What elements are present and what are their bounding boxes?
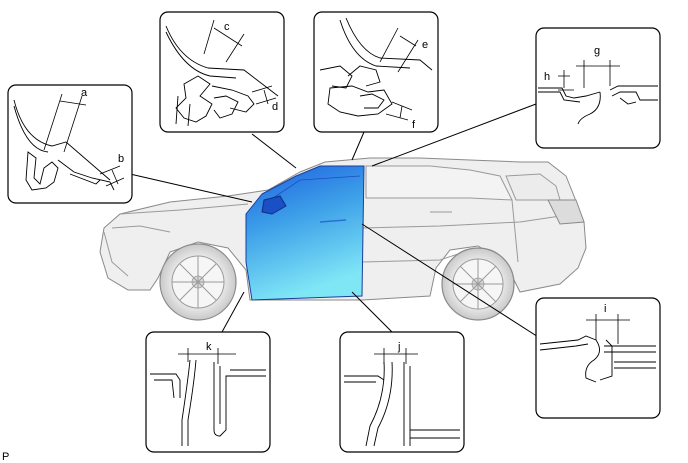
rear-door-seam — [511, 199, 519, 263]
detail-panel-k: k — [145, 331, 271, 453]
label-h: h — [544, 71, 550, 83]
taillight — [547, 199, 585, 225]
side-mirror — [261, 195, 287, 215]
label-c: c — [224, 21, 230, 33]
front-door-highlighted — [245, 165, 365, 301]
detail-panel-i: i — [535, 297, 661, 419]
front-door-handle — [319, 219, 347, 223]
body-character-line — [361, 213, 575, 229]
rear-wheel — [441, 247, 515, 321]
figure-code: P — [2, 451, 9, 463]
vehicle-illustration — [99, 157, 587, 321]
label-i: i — [604, 303, 606, 315]
front-grille — [103, 225, 171, 277]
label-d: d — [272, 101, 278, 113]
rear-quarter-window — [505, 173, 561, 201]
label-j: j — [397, 341, 400, 353]
front-door-window-frame — [269, 175, 361, 201]
detail-panel-g-h: g h — [535, 27, 661, 149]
label-b: b — [118, 153, 124, 165]
detail-panel-j: j — [339, 331, 465, 453]
label-k: k — [206, 341, 212, 353]
hood-line — [119, 203, 249, 215]
detail-panel-e-f: e f — [313, 11, 439, 133]
label-g: g — [594, 45, 600, 57]
leader-lines — [129, 103, 547, 343]
label-e: e — [422, 39, 428, 51]
label-f: f — [412, 119, 416, 131]
detail-panel-c-d: c d — [159, 11, 285, 133]
detail-panel-a-b: a b — [7, 84, 133, 204]
label-a: a — [81, 87, 88, 99]
front-wheel — [159, 243, 237, 321]
